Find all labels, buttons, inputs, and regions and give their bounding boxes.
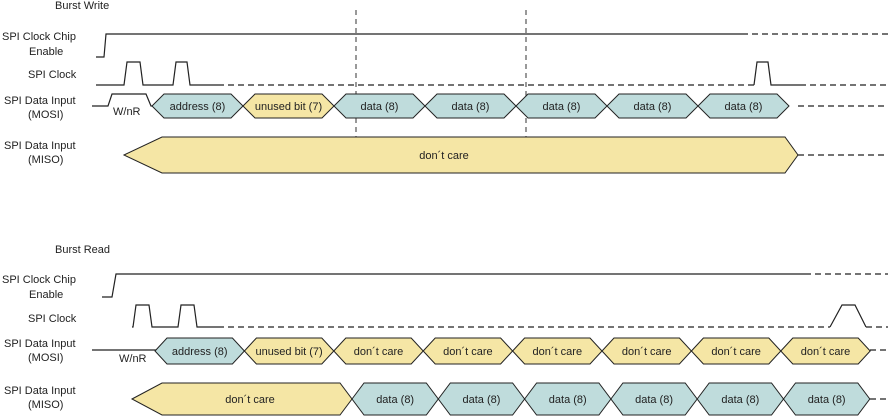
write-miso-label-line2: (MISO) [28,154,63,166]
write-mosi-field-text-6: data (8) [634,101,672,113]
read-mosi-field-text-2: unused bit (7) [255,346,322,358]
read-miso-label-line1: SPI Data Input [4,385,76,397]
write-mosi-label-line2: (MOSI) [28,109,63,121]
read-mosi-field-text-5: don´t care [533,346,583,358]
read-mosi-field-8 [780,337,871,365]
read-mosi-field-text-4: don´t care [443,346,493,358]
write-mosi-fields: address (8) unused bit (7) data (8) data (8… [151,93,790,119]
write-miso-label-line1: SPI Data Input [4,140,76,152]
write-mosi-field-text-1: address (8) [170,101,226,113]
read-clk-label: SPI Clock [28,313,77,325]
read-miso-dontcare-text: don´t care [225,394,275,406]
read-miso-field-6 [782,382,871,416]
write-clk-waveform-end [753,61,800,86]
read-mosi-field-text-8: don´t care [801,346,851,358]
read-miso-field-text-6: data (8) [808,394,846,406]
read-clk-waveform-end [829,304,867,328]
read-mosi-field-text-1: address (8) [172,346,228,358]
burst-read-section: Burst Read SPI Clock Chip Enable SPI Clo… [2,244,888,416]
read-mosi-fields: address (8) unused bit (7) don´t care don´t… [154,337,871,365]
burst-read-title: Burst Read [55,244,110,256]
write-wnr-waveform [92,93,156,107]
write-clk-label: SPI Clock [28,69,77,81]
burst-write-title: Burst Write [55,0,109,12]
write-clk-waveform [96,61,218,86]
read-mosi-field-text-7: don´t care [711,346,761,358]
read-miso-field-text-3: data (8) [549,394,587,406]
read-miso-label-line2: (MISO) [28,399,63,411]
burst-write-section: Burst Write SPI Clock Chip Enable SPI Cl… [2,0,888,174]
read-miso-field-text-1: data (8) [376,394,414,406]
write-mosi-field-7 [697,93,790,119]
read-cs-label-line1: SPI Clock Chip [2,274,76,286]
read-miso-fields: data (8) data (8) data (8) data (8) data (8)… [351,382,871,416]
write-mosi-field-text-4: data (8) [452,101,490,113]
read-miso-field-text-5: data (8) [721,394,759,406]
read-mosi-label-line2: (MOSI) [28,352,63,364]
read-mosi-label-line1: SPI Data Input [4,338,76,350]
write-mosi-field-text-5: data (8) [543,101,581,113]
write-cs-waveform [96,33,742,58]
write-wnr-label: W/nR [113,106,141,118]
read-wnr-label: W/nR [119,353,147,365]
write-mosi-field-text-2: unused bit (7) [255,101,322,113]
write-cs-label-line1: SPI Clock Chip [2,31,76,43]
write-mosi-field-text-7: data (8) [725,101,763,113]
read-cs-label-line2: Enable [29,289,63,301]
write-mosi-field-text-3: data (8) [361,101,399,113]
read-mosi-field-text-3: don´t care [354,346,404,358]
read-cs-waveform [102,273,805,298]
read-miso-field-text-4: data (8) [635,394,673,406]
write-cs-label-line2: Enable [29,46,63,58]
write-miso-text: don´t care [419,150,469,162]
read-miso-field-text-2: data (8) [462,394,500,406]
read-clk-waveform [132,304,218,328]
write-mosi-label-line1: SPI Data Input [4,95,76,107]
read-mosi-field-text-6: don´t care [622,346,672,358]
